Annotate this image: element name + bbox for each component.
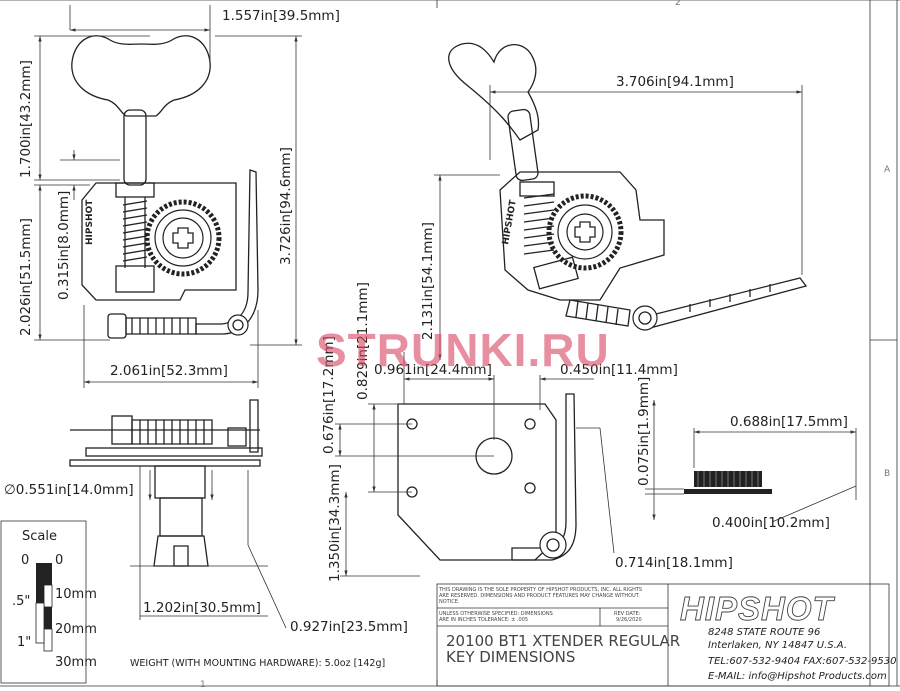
tolerance-note-line-1: UNLESS OTHERWISE SPECIFIED: DIMENSIONS <box>439 611 553 617</box>
scale-title: Scale <box>22 529 57 544</box>
dim-0-676: 0.676in[17.2mm] <box>321 336 337 454</box>
scale-label-half-inch: .5" <box>12 594 30 609</box>
property-note-line-3: NOTICE. <box>439 599 460 605</box>
dim-0-927: 0.927in[23.5mm] <box>290 619 408 635</box>
svg-text:HIPSHOT: HIPSHOT <box>85 199 95 245</box>
dim-2-061: 2.061in[52.3mm] <box>110 363 228 379</box>
property-note-line-1: THIS DRAWING IS THE SOLE PROPERTY OF HIP… <box>438 587 642 593</box>
drawing-title-line-2: KEY DIMENSIONS <box>446 648 575 666</box>
worm-gear <box>115 197 155 293</box>
dim-3-706: 3.706in[94.1mm] <box>616 74 734 90</box>
rev-label: REV DATE: <box>614 611 641 617</box>
butterfly-key <box>71 35 211 117</box>
scale-label-1-inch: 1" <box>17 635 31 650</box>
zone-a: A <box>884 165 891 175</box>
dim-0-688: 0.688in[17.5mm] <box>730 414 848 430</box>
address-line-4: E-MAIL: info@Hipshot Products.com <box>708 671 887 682</box>
side-view-dimensions: ∅0.551in[14.0mm] 1.202in[30.5mm] 0.927in… <box>4 466 408 635</box>
front-plate <box>81 182 237 301</box>
dim-0-829: 0.829in[21.1mm] <box>355 282 371 400</box>
address-line-2: Interlaken, NY 14847 U.S.A. <box>708 640 847 651</box>
dim-1-700: 1.700in[43.2mm] <box>18 60 34 178</box>
dim-1-557: 1.557in[39.5mm] <box>222 8 340 24</box>
iso-plate <box>499 171 665 301</box>
iso-extender-lever <box>638 277 808 329</box>
title-block: THIS DRAWING IS THE SOLE PROPERTY OF HIP… <box>436 583 896 687</box>
dim-0-075: 0.075in[1.9mm] <box>636 377 652 486</box>
dim-0-400: 0.400in[10.2mm] <box>712 515 830 531</box>
hipshot-logo: HIPSHOT <box>680 590 836 627</box>
front-view-dimensions: 1.557in[39.5mm] 1.700in[43.2mm] 2.026in[… <box>18 5 340 388</box>
mounting-plate <box>397 403 557 561</box>
dim-3-726: 3.726in[94.6mm] <box>278 147 294 265</box>
mounting-plate-view <box>397 393 577 561</box>
bushing-dimensions: 0.688in[17.5mm] 0.075in[1.9mm] 0.400in[1… <box>636 377 857 531</box>
scale-label-0mm: 0 <box>55 553 63 568</box>
dim-0-961: 0.961in[24.4mm] <box>374 362 492 378</box>
scale-label-0: 0 <box>21 553 29 568</box>
dim-0-551: ∅0.551in[14.0mm] <box>4 482 134 498</box>
dim-0-315: 0.315in[8.0mm] <box>56 191 72 300</box>
dim-0-450: 0.450in[11.4mm] <box>560 362 678 378</box>
address-line-1: 8248 STATE ROUTE 96 <box>708 627 820 638</box>
front-view-tuner: HIPSHOT <box>71 35 259 339</box>
dim-2-131: 2.131in[54.1mm] <box>420 222 436 340</box>
dim-1-350: 1.350in[34.3mm] <box>327 464 343 582</box>
property-note-line-2: ARE RESERVED. DIMENSIONS AND PRODUCT FEA… <box>439 593 640 599</box>
scale-box: Scale 0 .5" 1" 0 10mm 20mm 30mm <box>0 520 97 684</box>
isometric-view-dimensions: 3.706in[94.1mm] 2.131in[54.1mm] <box>420 74 803 360</box>
address-line-3: TEL:607-532-9404 FAX:607-532-9530 <box>708 656 896 667</box>
bushing-view <box>684 471 772 494</box>
zone-2: 2 <box>675 0 681 8</box>
zone-b: B <box>884 469 890 479</box>
tolerance-note-line-2: ARE IN INCHES TOLERANCE: ± .005 <box>439 617 528 623</box>
scale-label-10mm: 10mm <box>55 587 97 602</box>
dim-1-202: 1.202in[30.5mm] <box>143 600 261 616</box>
iso-butterfly-key <box>448 42 540 141</box>
dim-2-026: 2.026in[51.5mm] <box>18 218 34 336</box>
dim-0-714: 0.714in[18.1mm] <box>615 555 733 571</box>
tuner-gear <box>144 199 222 277</box>
scale-label-20mm: 20mm <box>55 622 97 637</box>
zone-1: 1 <box>200 680 206 690</box>
side-view-tuner <box>69 399 263 567</box>
mounting-plate-dimensions: 0.961in[24.4mm] 0.450in[11.4mm] 0.676in[… <box>321 282 733 582</box>
svg-text:HIPSHOT: HIPSHOT <box>501 198 519 245</box>
scale-label-30mm: 30mm <box>55 655 97 670</box>
watermark: STRUNKI.RU <box>316 324 610 376</box>
rev-date: 9/26/2020 <box>616 617 642 623</box>
drawing-title-line-1: 20100 BT1 XTENDER REGULAR <box>446 632 680 650</box>
extender-lever <box>195 169 259 335</box>
weight-note: WEIGHT (WITH MOUNTING HARDWARE): 5.0oz [… <box>130 658 385 669</box>
